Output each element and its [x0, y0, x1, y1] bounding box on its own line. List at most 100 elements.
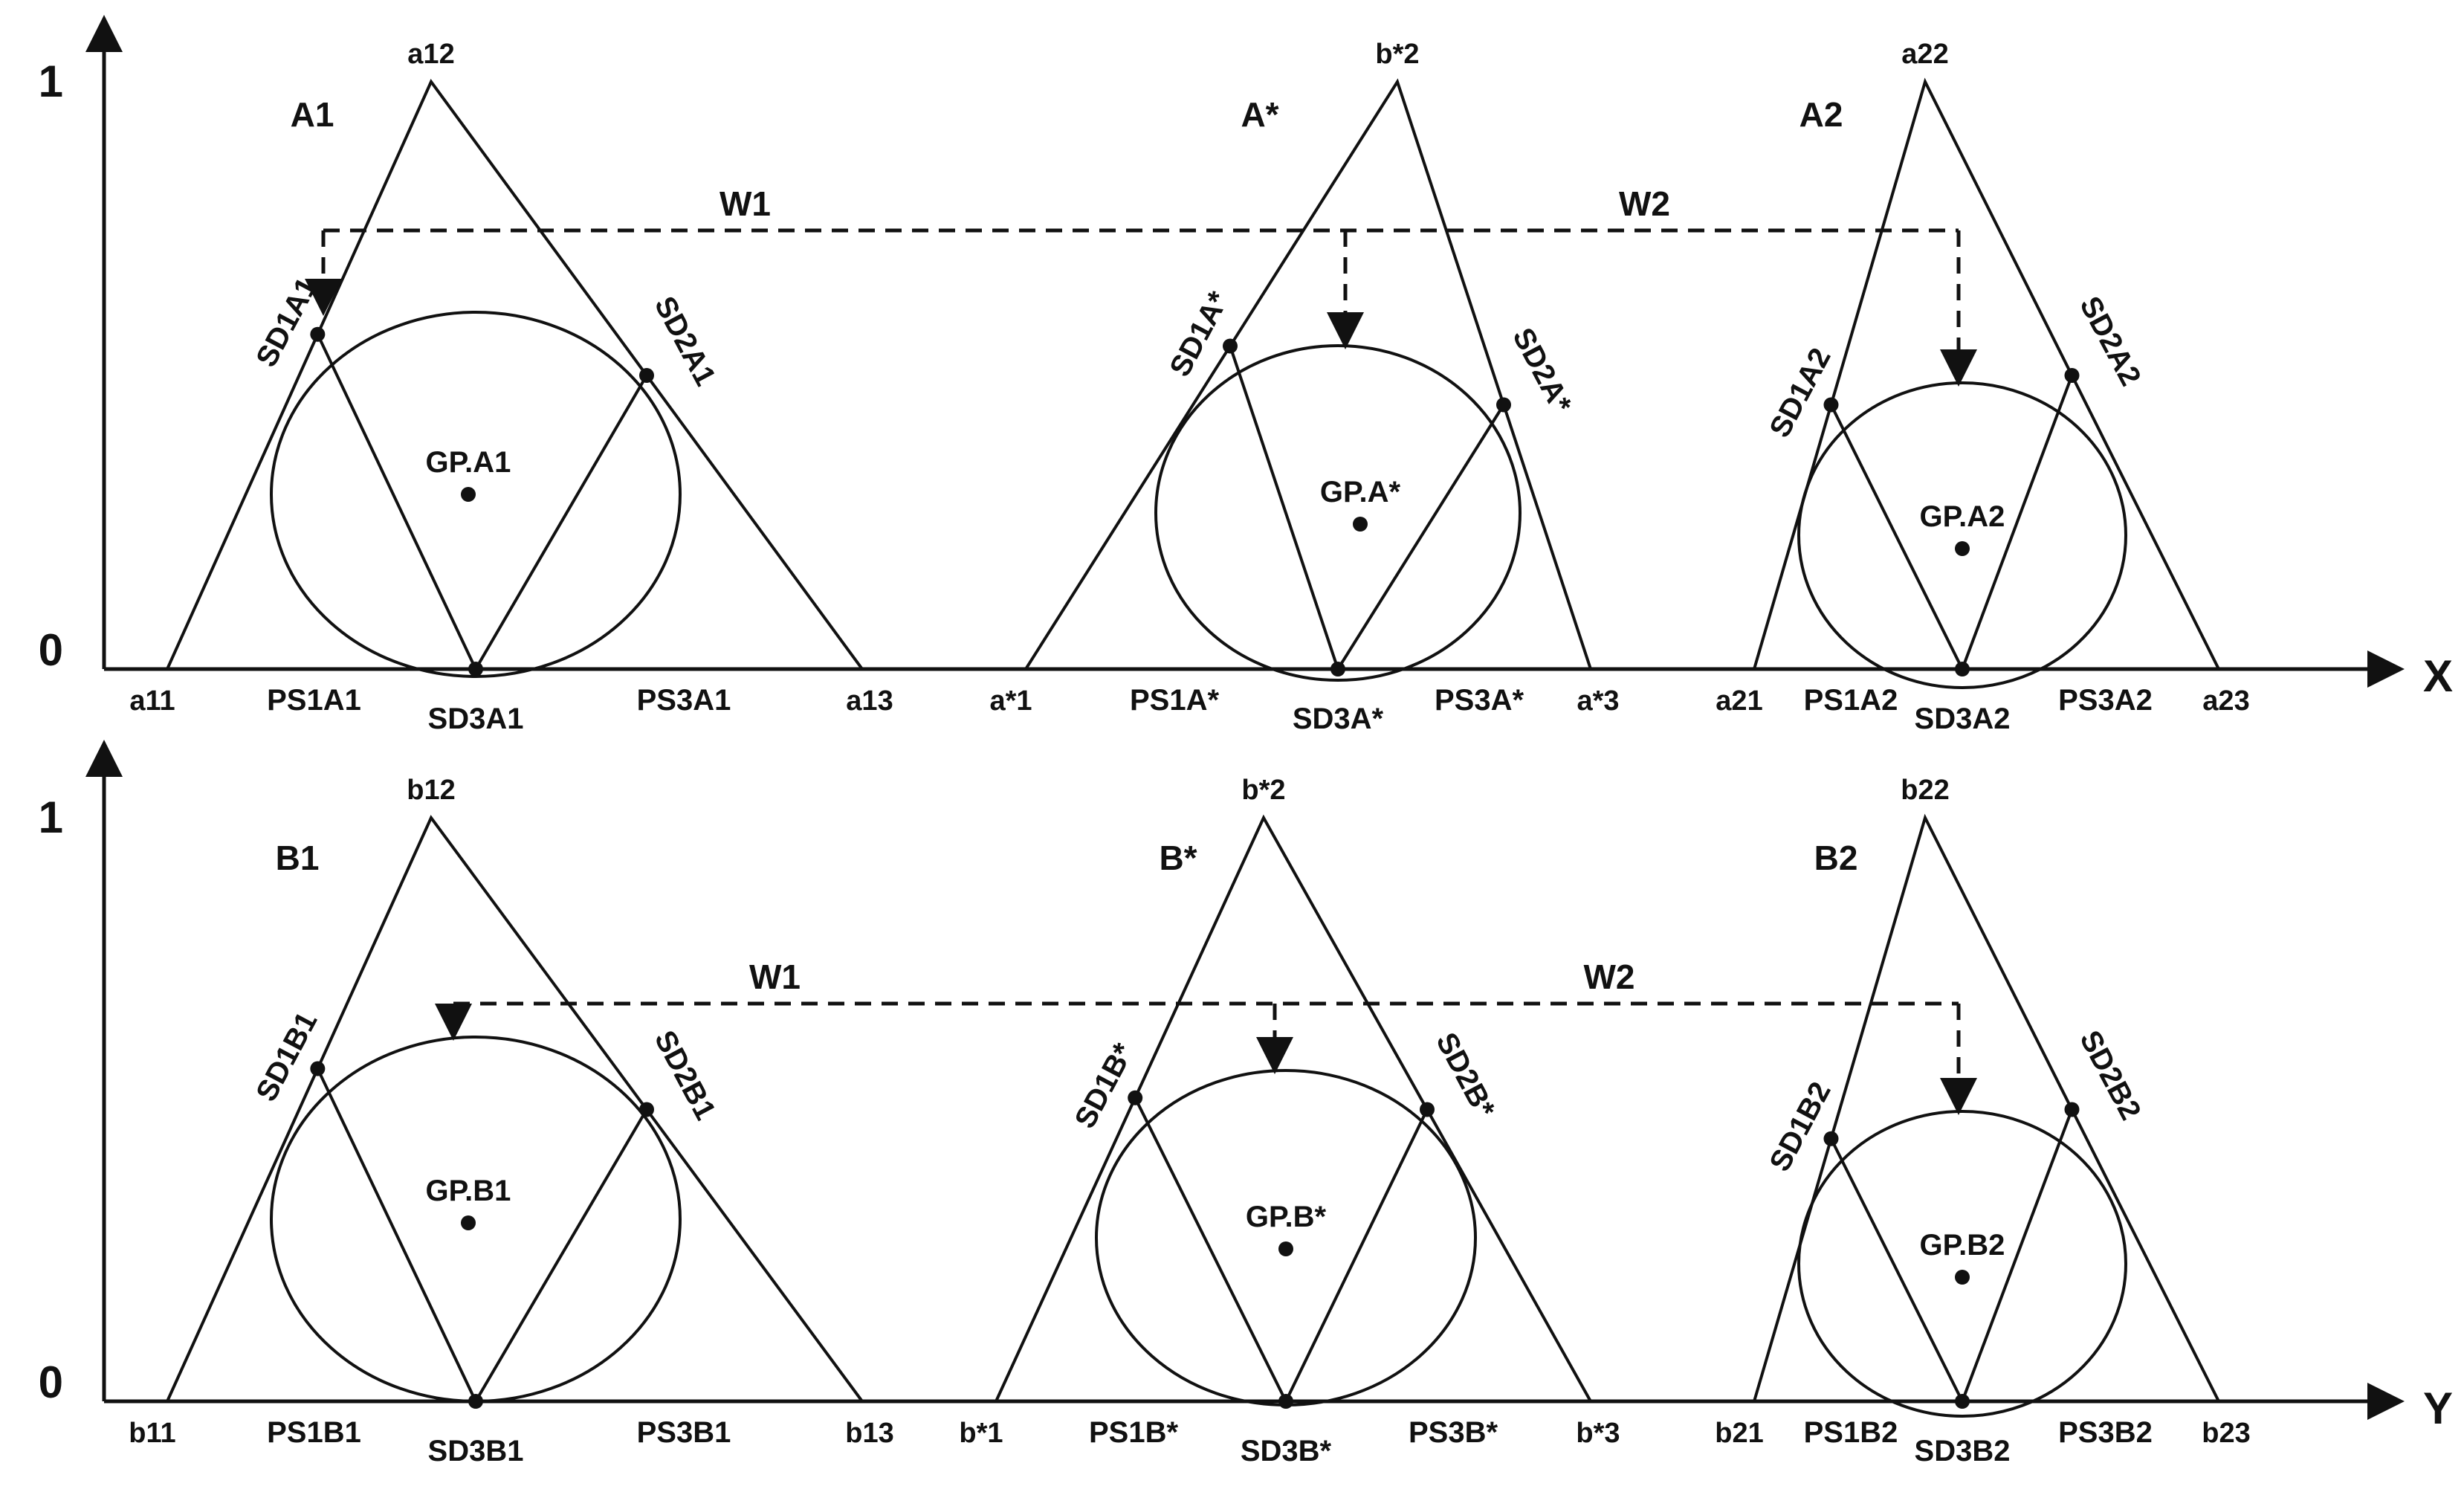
right-vertex-label: a13 — [846, 685, 893, 717]
sd2-label: SD2B1 — [648, 1025, 722, 1126]
tick-zero-label: 0 — [39, 625, 63, 675]
connection-label: W1 — [720, 184, 771, 223]
left-vertex-label: a21 — [1716, 685, 1762, 717]
sd1-label: SD1A* — [1163, 286, 1235, 382]
sd3-point — [1330, 662, 1345, 676]
ps1-label: PS1B2 — [1804, 1416, 1898, 1449]
right-vertex-label: a23 — [2202, 685, 2249, 717]
connection-label: W1 — [749, 957, 801, 996]
sd1-sd3-segment — [1829, 404, 1964, 670]
triangle — [164, 815, 865, 1403]
connection-label: W2 — [1619, 184, 1670, 223]
gp-label: GP.B2 — [1920, 1229, 2005, 1262]
sd2-label: SD2A* — [1506, 323, 1577, 419]
sd1-label: SD1B2 — [1763, 1076, 1837, 1177]
ps1-label: PS1A* — [1130, 684, 1219, 717]
left-vertex-label: b21 — [1715, 1418, 1763, 1449]
sd2-label: SD2A2 — [2073, 291, 2147, 392]
gp-label: GP.A* — [1320, 476, 1401, 508]
triangle-name: B1 — [276, 839, 320, 877]
membership-circle — [1797, 1110, 2127, 1418]
sd1-sd3-segment — [316, 333, 477, 670]
sd2-label: SD2A1 — [648, 291, 722, 392]
sd1-sd3-segment — [1134, 1097, 1287, 1402]
triangle-name: A1 — [291, 95, 334, 134]
sd2-sd3-segment — [1284, 1108, 1429, 1402]
apex-vertex-label: b22 — [1901, 775, 1949, 806]
sd1-point — [310, 1061, 326, 1076]
sd1-label: SD1A1 — [250, 272, 323, 372]
left-vertex-label: b*1 — [959, 1418, 1003, 1449]
right-vertex-label: b23 — [2202, 1418, 2250, 1449]
gp-point — [1278, 1241, 1293, 1256]
sd3-point — [468, 1394, 483, 1409]
gp-label: GP.A2 — [1920, 500, 2005, 533]
sd1-sd3-segment — [316, 1068, 477, 1402]
sd2-label: SD2B* — [1429, 1027, 1501, 1123]
sd1-point — [1223, 338, 1238, 354]
triangle-name: A2 — [1800, 95, 1843, 134]
apex-vertex-label: b*2 — [1375, 39, 1419, 70]
ps1-label: PS1B* — [1089, 1416, 1178, 1449]
sd2-label: SD2B2 — [2073, 1025, 2147, 1126]
left-vertex-label: b11 — [129, 1418, 175, 1449]
ps3-label: PS3A* — [1435, 684, 1524, 717]
sd1-point — [1823, 1131, 1839, 1146]
ps1-label: PS1A1 — [267, 684, 361, 717]
tick-one-label: 1 — [39, 792, 63, 842]
sd2-sd3-segment — [1336, 404, 1505, 671]
apex-vertex-label: a22 — [1901, 39, 1948, 70]
triangle-name: B2 — [1814, 839, 1858, 877]
ps3-label: PS3A2 — [2058, 684, 2153, 717]
triangle — [164, 79, 865, 671]
gp-point — [461, 487, 476, 502]
apex-vertex-label: b12 — [407, 775, 455, 806]
sd3-point — [468, 662, 483, 676]
apex-vertex-label: b*2 — [1241, 775, 1285, 806]
sd1-label: SD1B* — [1069, 1038, 1140, 1134]
right-vertex-label: b*3 — [1576, 1418, 1620, 1449]
membership-circle — [270, 1036, 682, 1403]
membership-circle — [1797, 381, 2127, 689]
triangle-name: B* — [1159, 839, 1197, 877]
apex-vertex-label: a12 — [407, 39, 454, 70]
sd1-label: SD1B1 — [250, 1007, 323, 1107]
sd2-sd3-segment — [1961, 375, 2074, 670]
sd2-point — [1420, 1102, 1435, 1117]
sd1-sd3-segment — [1829, 1137, 1964, 1402]
ps3-label: PS3B* — [1409, 1416, 1498, 1449]
tick-zero-label: 0 — [39, 1357, 63, 1407]
ps1-label: PS1A2 — [1804, 684, 1898, 717]
membership-circle — [1095, 1069, 1477, 1407]
ps1-label: PS1B1 — [267, 1416, 361, 1449]
left-vertex-label: a*1 — [989, 685, 1032, 717]
sd2-point — [2064, 368, 2080, 383]
gp-label: GP.B1 — [426, 1175, 511, 1207]
gp-label: GP.B* — [1246, 1201, 1327, 1233]
sd2-point — [2064, 1102, 2080, 1117]
sd2-sd3-segment — [474, 374, 648, 671]
sd3-label: SD3A2 — [1915, 703, 2011, 735]
sd3-label: SD3A1 — [428, 703, 524, 735]
sd3-point — [1278, 1394, 1293, 1409]
left-vertex-label: a11 — [129, 685, 175, 717]
axis-label: X — [2423, 651, 2453, 701]
gp-point — [1955, 541, 1970, 556]
sd1-point — [1128, 1090, 1143, 1105]
sd1-label: SD1A2 — [1763, 343, 1837, 443]
sd3-point — [1955, 662, 1970, 676]
sd2-point — [639, 1102, 654, 1117]
sd1-point — [1823, 397, 1839, 413]
sd2-point — [639, 368, 654, 383]
sd1-point — [310, 326, 326, 342]
right-vertex-label: b13 — [845, 1418, 893, 1449]
ps3-label: PS3B1 — [637, 1416, 731, 1449]
gp-point — [461, 1215, 476, 1230]
triangle-name: A* — [1241, 95, 1278, 134]
sd2-sd3-segment — [1961, 1108, 2074, 1402]
triangle — [1023, 78, 1593, 671]
gp-label: GP.A1 — [426, 446, 511, 479]
sd1-sd3-segment — [1229, 345, 1339, 670]
sd2-sd3-segment — [474, 1108, 648, 1403]
